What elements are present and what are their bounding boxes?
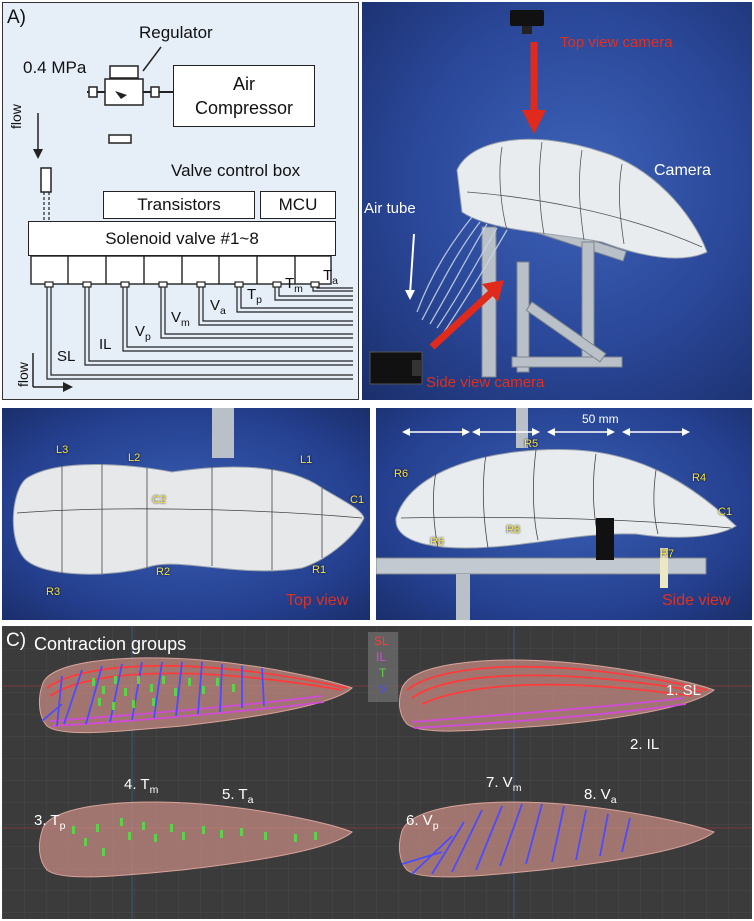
group-8-va: 8. Va [584,786,617,806]
line-label-sl: SL [57,348,76,365]
pressure-label: 0.4 MPa [23,58,87,77]
group-7-vm: 7. Vm [486,774,522,794]
regulator-label: Regulator [139,23,213,42]
side-view-label: Side view [662,592,731,609]
marker-l3: L3 [56,444,69,456]
marker-l2: L2 [128,452,141,464]
panel-b-side-view: R6 R5 R4 C1 R8 R6 R7 50 mm Side view [376,408,752,620]
camera-label: Camera [654,162,711,179]
panel-c-title: Contraction groups [34,634,187,654]
marker-r5: R5 [524,438,539,450]
mcu-box: MCU [260,191,336,219]
setup-photo-drawing [369,10,708,385]
side-view-camera-label: Side view camera [426,374,545,391]
marker-r8: R8 [506,524,521,536]
line-label-vp: Vp [135,323,151,343]
pneumatic-schematic-lines [30,46,353,392]
panel-c-label: C) [6,630,27,651]
flow-label-bottom: flow [15,362,31,387]
solenoid-valve-label: Solenoid valve #1~8 [105,228,259,248]
marker-r6: R6 [394,468,409,480]
legend-v: V [379,682,388,696]
panel-c-contraction-groups: C) Contraction groups SL IL T V 1. SL 2.… [2,626,752,919]
top-view-camera-label: Top view camera [560,34,673,51]
group-6-vp: 6. Vp [406,812,439,832]
line-label-il: IL [99,336,112,353]
transistors-label: Transistors [137,195,221,214]
marker-l1: L1 [300,454,313,466]
legend-il: IL [376,650,387,664]
group-3-tp: 3. Tp [34,812,66,832]
top-view-label: Top view [286,592,349,609]
marker-r7: R7 [660,548,675,560]
marker-r1: R1 [312,564,327,576]
marker-r6-lower: R6 [430,536,445,548]
air-compressor-box: Air Compressor [173,65,315,127]
air-compressor-label: Air Compressor [194,74,294,118]
line-label-ta: Ta [323,267,339,287]
legend-t: T [379,666,387,680]
legend-sl: SL [374,634,389,648]
line-label-tp: Tp [247,286,263,306]
panel-a-photo: Top view camera Camera Air tube Side vie… [362,2,752,400]
panel-b-top-view: L3 L2 L1 C2 C1 R3 R2 R1 Top view [2,408,370,620]
group-1-sl: 1. SL [666,682,702,699]
group-5-ta: 5. Ta [222,786,254,806]
marker-c1: C1 [350,494,365,506]
valve-box-title: Valve control box [171,161,301,180]
contraction-groups-drawing [2,626,752,919]
marker-r4: R4 [692,472,707,484]
group-2-il: 2. IL [630,736,660,753]
marker-c1-side: C1 [718,506,733,518]
line-label-va: Va [210,297,226,317]
marker-c2: C2 [152,494,167,506]
scale-50mm-label: 50 mm [582,412,619,426]
mcu-label: MCU [278,195,318,214]
marker-r3: R3 [46,586,61,598]
marker-r2: R2 [156,566,171,578]
solenoid-valve-box: Solenoid valve #1~8 [28,221,336,256]
transistors-box: Transistors [103,191,255,219]
group-4-tm: 4. Tm [124,776,159,796]
top-view-body-drawing [12,408,365,575]
panel-a-label: A) [7,7,26,28]
line-label-vm: Vm [171,309,190,329]
air-tube-label: Air tube [364,200,416,217]
panel-a-schematic: A) [2,2,359,400]
line-label-tm: Tm [285,275,303,295]
flow-label-top: flow [8,104,24,129]
side-view-body-drawing [376,408,737,620]
